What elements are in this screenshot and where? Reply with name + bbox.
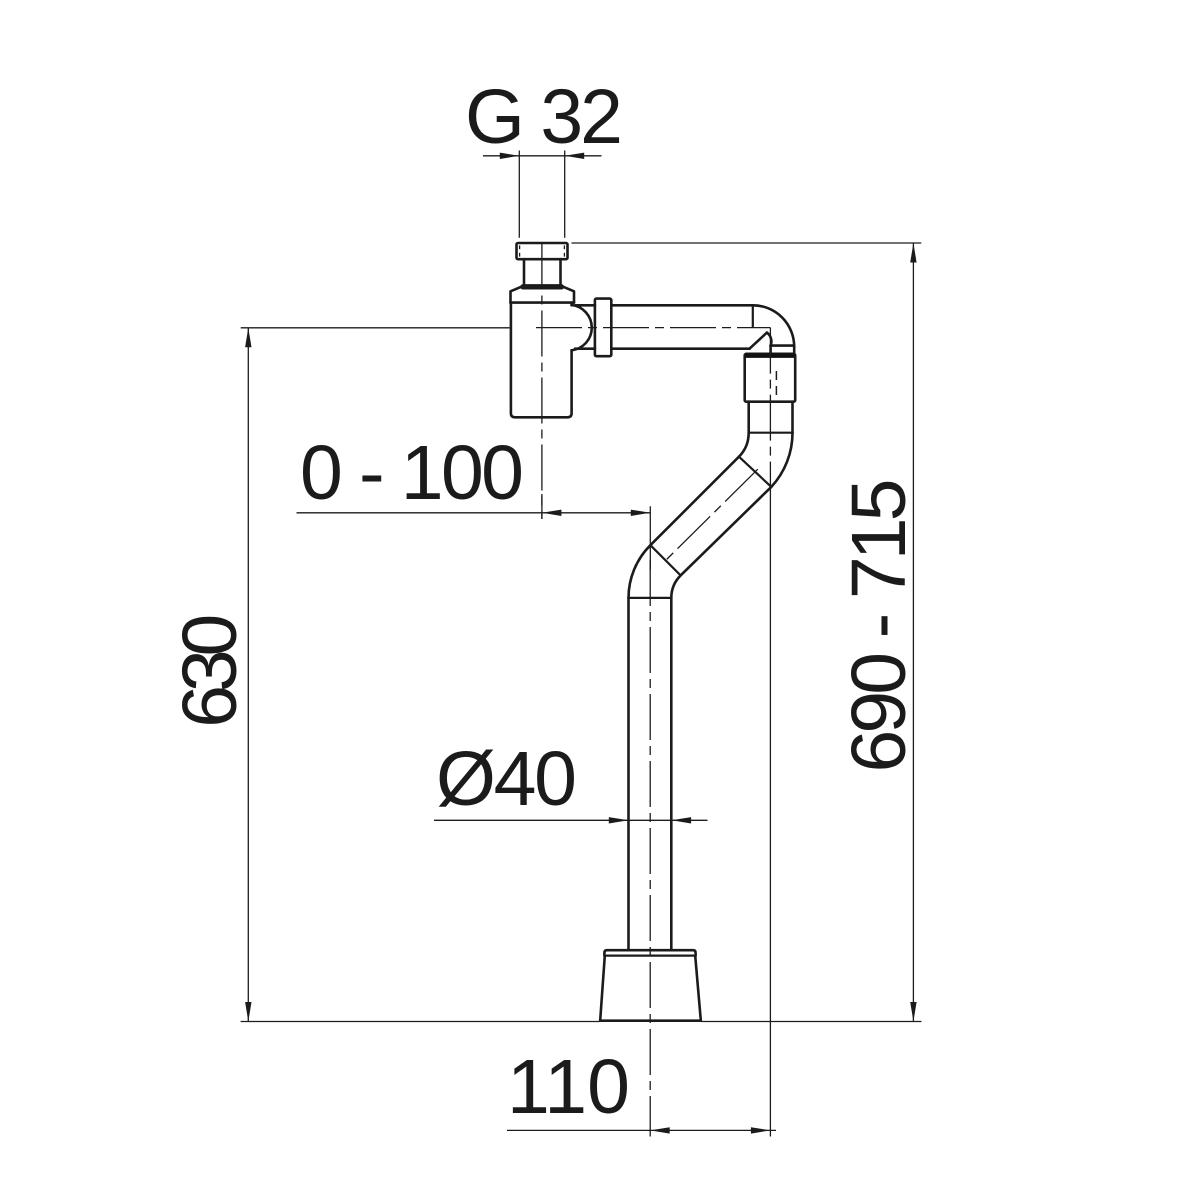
dim-base-offset: 110: [507, 487, 776, 1137]
upper-bend-left-arc: [737, 431, 751, 458]
overall-height-label: 690 - 715: [836, 479, 922, 773]
dim-trap-height: 630: [167, 327, 510, 1022]
diameter-arrow-right: [671, 817, 692, 824]
diagonal-pipe-lower-edge: [679, 485, 773, 577]
centerlines: [536, 243, 772, 1137]
cone-right-side: [693, 954, 703, 1022]
trap-height-arrow-bottom: [245, 1002, 252, 1022]
thread-ticks: [518, 245, 566, 257]
trap-height-arrow-top: [245, 327, 252, 348]
dim-horizontal-offset: 0 - 100: [296, 430, 651, 570]
diameter-arrow-left: [608, 817, 629, 824]
lower-bend-right-arc: [670, 574, 682, 600]
dim-overall-height: 690 - 715: [571, 242, 922, 1022]
diagonal-centerline: [662, 468, 759, 564]
overall-height-arrow-bottom: [910, 1002, 917, 1022]
upper-bend-right-arc: [770, 431, 794, 489]
dim-pipe-diameter: Ø40: [434, 736, 708, 824]
offset-arrow-left: [541, 509, 562, 516]
offset-arrow-right: [630, 509, 651, 516]
trap-height-label: 630: [167, 614, 253, 728]
lower-miter-seam: [649, 544, 682, 577]
horizontal-offset-label: 0 - 100: [300, 430, 524, 516]
base-offset-label: 110: [507, 1044, 630, 1130]
elbow-inner-chamfer: [748, 331, 769, 351]
cone-left-side: [598, 954, 607, 1022]
elbow-outer-arc: [751, 304, 796, 348]
base-offset-arrow-left: [650, 1127, 670, 1134]
lower-bend-left-arc: [627, 543, 652, 600]
base-offset-arrow-right: [750, 1127, 771, 1134]
pipe-diameter-label: Ø40: [436, 736, 577, 822]
dim-thread-size: G 32: [465, 74, 623, 238]
diagonal-pipe-upper-edge: [649, 455, 741, 547]
elbow-fitting: [748, 304, 796, 356]
thread-size-label: G 32: [465, 74, 623, 160]
g32-arrow-left: [499, 152, 520, 159]
g32-arrow-right: [564, 152, 585, 159]
overall-height-arrow-top: [910, 243, 917, 263]
